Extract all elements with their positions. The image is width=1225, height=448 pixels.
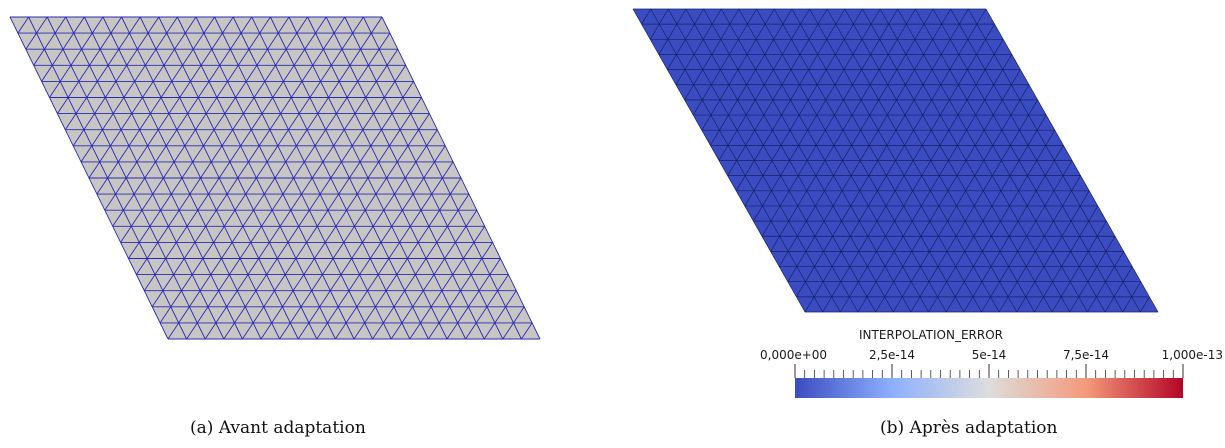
colorbar: INTERPOLATION_ERROR 0,000e+00 2,5e-14 5e-1…	[760, 328, 1223, 398]
colorbar-tick-label: 2,5e-14	[869, 348, 915, 362]
caption-before-adaptation: (a) Avant adaptation	[190, 418, 366, 438]
mesh-after-adaptation	[632, 8, 1159, 313]
colorbar-gradient-bar	[795, 378, 1183, 398]
caption-after-adaptation: (b) Après adaptation	[880, 418, 1058, 438]
colorbar-tick-label: 5e-14	[972, 348, 1007, 362]
mesh-before-adaptation	[9, 16, 541, 340]
mesh-edges	[9, 16, 541, 340]
colorbar-tick-label: 1,000e-13	[1162, 348, 1223, 362]
colorbar-ticks: 0,000e+00 2,5e-14 5e-14 7,5e-14 1,000e-13	[760, 348, 1223, 378]
colorbar-tick-label: 7,5e-14	[1063, 348, 1109, 362]
colorbar-tick-label: 0,000e+00	[760, 348, 827, 362]
mesh-edges	[632, 8, 1159, 313]
colorbar-title: INTERPOLATION_ERROR	[859, 328, 1003, 342]
